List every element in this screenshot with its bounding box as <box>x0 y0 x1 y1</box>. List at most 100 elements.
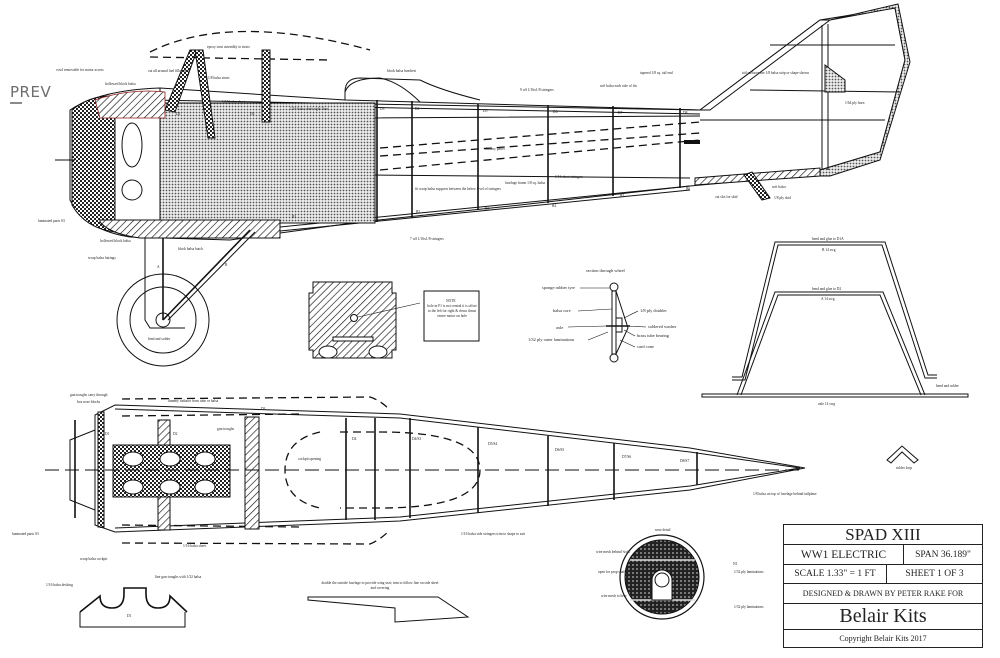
top-view-labels: gun troughs carry through box nose block… <box>12 393 817 561</box>
fairing-detail: double the outside fuselage to provide w… <box>307 581 470 623</box>
cockpit-sheeting <box>149 102 376 224</box>
plan-label: fuselage frame 1/8 sq. balsa <box>505 181 545 185</box>
plan-label: sponge rubber tyre <box>542 285 575 290</box>
plan-label: cut slot for skid <box>715 195 738 199</box>
plan-label: D2 <box>250 112 255 116</box>
upper-wing-outline <box>149 30 371 61</box>
plan-label: dummy panel <box>485 147 505 151</box>
plan-label: A 14 swg <box>821 297 835 301</box>
title-sheet: SHEET 1 OF 3 <box>905 569 964 579</box>
plan-label: D1 <box>105 432 110 436</box>
plan-label: soft balsa each side of fin <box>600 84 637 88</box>
plan-label: bind and solder <box>148 337 171 341</box>
plan-label: D7 <box>618 111 623 115</box>
plan-label: hollowed block balsa <box>100 239 131 243</box>
undercarriage-wire-detail: bend and glue to D1A B 14 swg bend and g… <box>701 237 969 406</box>
title-model: SPAD XIII <box>784 525 982 545</box>
plan-label: 1/8 balsa on top of fuselage behind tail… <box>753 492 817 496</box>
plan-label: 1/16 balsa sheet <box>183 544 206 548</box>
plan-label: B6 <box>686 187 690 191</box>
plan-label: D8/S7 <box>680 459 689 463</box>
plan-label: D7/S6 <box>622 455 631 459</box>
plan-label: tail surfaces are 1/8 balsa strip or sha… <box>742 71 809 75</box>
plan-label: B 14 swg <box>822 248 836 252</box>
plan-label: 1/16 balsa decking <box>46 583 73 587</box>
plan-label: box nose blocks <box>77 400 101 404</box>
title-designer: DESIGNED & DRAWN BY PETER RAKE FOR <box>784 584 982 604</box>
landing-gear <box>116 229 256 367</box>
title-company: Belair Kits <box>784 604 982 630</box>
plan-label: gun troughs carry through <box>70 393 108 397</box>
plan-label: bend and solder <box>936 384 960 388</box>
plan-label: block balsa headrest <box>387 69 416 73</box>
decking-detail: 1/16 balsa decking line gun troughs with… <box>46 575 202 628</box>
plan-label: 1/64 ply horn <box>845 101 865 105</box>
plan-label: 1/8 balsa struts <box>208 76 230 80</box>
plan-label: line gun troughs with 1/32 balsa <box>155 575 202 579</box>
plan-label: wire mesh behind ¾x¾ <box>596 550 630 554</box>
plan-label: B3 <box>485 207 489 211</box>
title-copyright: Copyright Belair Kits 2017 <box>839 634 927 643</box>
note-text: hole in F1 is not central it is offset t… <box>427 304 477 318</box>
plan-label: axle <box>556 325 563 330</box>
plan-label: open for prop shaft <box>598 570 625 574</box>
plan-label: soldered washer <box>648 324 677 329</box>
plan-label: N2 <box>657 605 662 609</box>
plan-label: 1/32 ply outer laminations <box>528 337 575 342</box>
plan-label: D5 <box>483 109 488 113</box>
plan-label: B2 <box>416 210 420 214</box>
plan-label: scrap balsa fairings <box>88 256 116 260</box>
nose-detail: nose detail wire mesh behind ¾x¾ open fo… <box>596 528 764 620</box>
plan-label: section through wheel <box>586 268 626 273</box>
plan-label: axle 14 swg <box>818 402 835 406</box>
plan-label: D3 <box>261 407 266 411</box>
plan-label: dummy radiator from tube or balsa <box>168 399 219 403</box>
fairing-label: double the outside fuselage to provide w… <box>321 581 439 590</box>
plan-label: laminated parts S3 <box>38 219 65 223</box>
title-row-type-span: WW1 ELECTRIC SPAN 36.189" <box>784 545 982 565</box>
plan-label: cockpit opening <box>298 457 321 461</box>
plan-label: D8 <box>683 111 688 115</box>
plan-label: NOTE <box>446 299 456 303</box>
top-view <box>45 396 806 545</box>
plan-label: 1/8 ply skid <box>774 196 791 200</box>
plan-label: 7 off 1/16x1/8 stringers <box>410 237 444 241</box>
plan-label: solder loop <box>896 466 912 470</box>
note-box <box>423 290 480 342</box>
side-view <box>55 3 911 367</box>
plan-label: soft balsa <box>772 185 786 189</box>
plan-label: D1 <box>176 112 181 116</box>
plan-label: D1 <box>127 614 132 618</box>
plan-label: card cone <box>637 344 654 349</box>
plan-label: tapered 1/8 sq. tail end <box>640 71 673 75</box>
title-span: SPAN 36.189" <box>915 549 971 560</box>
plan-label: 1/16 balsa sheet <box>222 100 245 104</box>
title-type: WW1 ELECTRIC <box>784 545 904 564</box>
plan-label: fit scrap balsa supports between the bel… <box>415 187 502 191</box>
plan-label: hollowed block balsa <box>105 82 136 86</box>
plan-label: N1 <box>733 562 738 566</box>
plan-label: D6/S5 <box>555 448 564 452</box>
plan-label: 1/16 sheet stringers <box>555 175 584 179</box>
prev-underline <box>10 102 22 104</box>
title-scale: SCALE 1.33" = 1 FT <box>784 565 887 583</box>
prev-button[interactable]: PREV <box>10 83 52 104</box>
plan-label: D4 <box>352 437 357 441</box>
plan-label: nose detail <box>655 528 670 532</box>
plan-label: balsa core <box>553 308 571 313</box>
plan-label: D2 <box>173 432 178 436</box>
plan-label: gun troughs <box>217 427 235 431</box>
former-f1-detail: NOTE hole in F1 is not central it is off… <box>308 281 480 359</box>
plan-label: block balsa hatch <box>178 247 203 251</box>
plan-label: D4/S3 <box>412 437 421 441</box>
plan-label: bend and glue to D2 <box>812 287 841 291</box>
plan-label: D5/S4 <box>488 442 497 446</box>
plan-label: 1/32 ply laminations <box>734 570 764 574</box>
plan-label: 1/16 balsa side stringers trim to shape … <box>461 532 525 536</box>
plan-label: scrap balsa cockpit <box>80 557 107 561</box>
plan-label: D6 <box>553 110 558 114</box>
plan-label: D4 <box>415 107 420 111</box>
prev-label: PREV <box>10 83 52 101</box>
plan-label: 1/16 balsa sheet right floor <box>290 107 329 111</box>
